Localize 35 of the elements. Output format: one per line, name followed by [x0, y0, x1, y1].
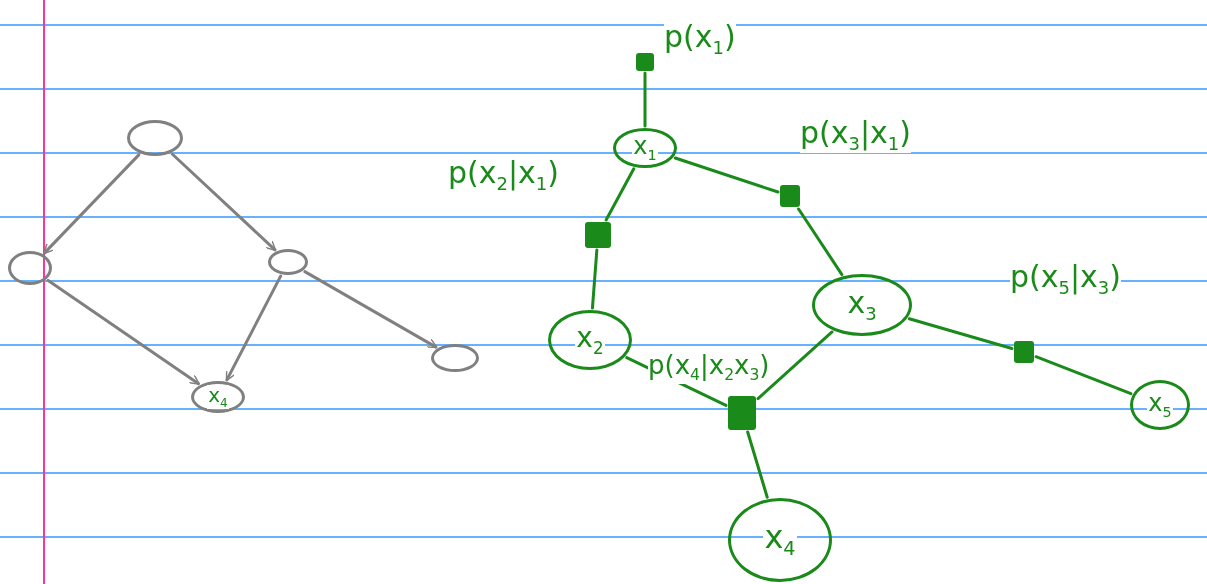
factor-label: p(x$_{5}$|x$_{3}$): [1010, 262, 1121, 297]
connector-line: [673, 156, 780, 194]
connector-line: [590, 248, 599, 310]
arrow: [170, 152, 277, 252]
variable-circle: [548, 310, 632, 370]
connector-line: [756, 330, 834, 401]
connector-line: [907, 317, 1014, 350]
arrow: [46, 278, 201, 386]
connector-line: [746, 430, 769, 499]
factor-label: p(x$_{1}$): [664, 22, 736, 57]
variable-circle: [1130, 380, 1190, 430]
variable-circle: [812, 274, 912, 336]
variable-circle: [613, 128, 677, 168]
factor-label: p(x$_{4}$|x$_{2}$x$_{3}$): [648, 352, 770, 384]
connector-line: [797, 207, 844, 277]
factor-square: [1014, 341, 1034, 363]
connector-line: [643, 71, 647, 128]
empty-circle: [431, 344, 479, 372]
factor-square: [780, 185, 800, 207]
empty-circle: [8, 251, 52, 285]
factor-square: [636, 53, 654, 71]
factor-label: p(x$_{3}$|x$_{1}$): [800, 118, 911, 153]
variable-circle: [191, 381, 245, 413]
variable-label: x$_{4}$: [207, 385, 229, 409]
variable-circle: [728, 498, 832, 582]
empty-circle: [127, 120, 183, 156]
factor-label: p(x$_{2}$|x$_{1}$): [448, 158, 559, 193]
arrow: [43, 153, 141, 255]
factor-square: [585, 222, 611, 248]
arrow: [303, 270, 438, 349]
connector-line: [1034, 355, 1133, 396]
factor-square: [728, 396, 756, 430]
arrow: [225, 274, 283, 382]
connector-line: [604, 167, 636, 222]
empty-circle: [268, 249, 308, 275]
